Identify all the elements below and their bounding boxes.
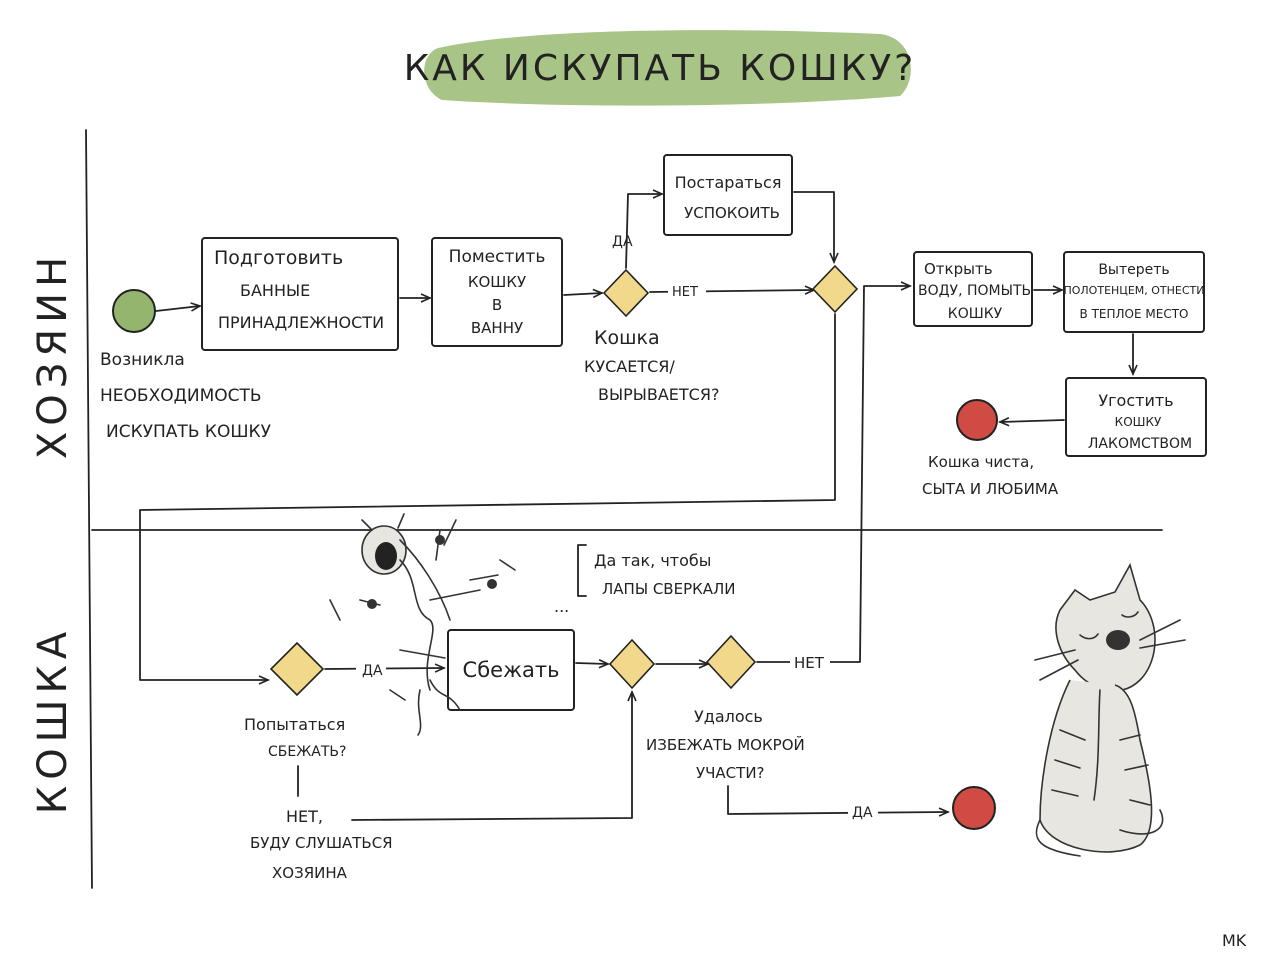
listen-line-3: ХОЗЯИНА [272,864,348,882]
gate-no-label: НЕТ [672,285,698,300]
arrow-treat-end [998,417,1065,427]
gateway-bites [602,268,650,318]
task-open-water: Открыть ВОДУ, ПОМЫТЬ КОШКУ [913,251,1033,327]
avoid-line-3: УЧАСТИ? [696,764,765,782]
avoid-yes-label: ДА [852,805,873,821]
try-escape-line-2: СБЕЖАТЬ? [268,744,346,760]
arrow-avoid-yes-end [727,785,950,817]
task-prepare: Подготовить БАННЫЕ ПРИНАДЛЕЖНОСТИ [201,237,399,351]
avoid-line-1: Удалось [694,707,763,726]
sitting-cat-illustration [1034,562,1186,857]
task-treat: Угостить КОШКУ ЛАКОМСТВОМ [1065,377,1207,457]
task-prepare-line-3: ПРИНАДЛЕЖНОСТИ [218,313,384,332]
task-prepare-line-2: БАННЫЕ [240,281,310,300]
task-place-line-1: Поместить [449,247,546,267]
arrow-start-prepare [155,302,202,312]
task-open-water-line-2: ВОДУ, ПОМЫТЬ [918,283,1031,299]
task-dry-line-1: Вытереть [1098,262,1169,278]
avoid-line-2: ИЗБЕЖАТЬ МОКРОЙ [646,735,805,754]
arrow-escape-merge [575,659,610,669]
arrow-place-gate [563,288,604,299]
arrow-calm-merge [793,191,839,264]
try-escape-yes-label: ДА [362,663,383,679]
task-place-line-4: ВАННУ [471,319,523,337]
task-treat-line-3: ЛАКОМСТВОМ [1088,436,1192,452]
end-owner-line-2: СЫТА И ЛЮБИМА [922,480,1059,498]
task-open-water-line-3: КОШКУ [948,306,1003,322]
listen-label: НЕТ, БУДУ СЛУШАТЬСЯ ХОЗЯИНА [250,807,393,882]
task-open-water-line-1: Открыть [924,260,993,278]
try-escape-line-1: Попытаться [244,715,345,734]
task-escape-label: Сбежать [463,658,560,682]
note-line-1: Да так, чтобы [594,551,711,570]
gateway-bites-label: Кошка КУСАЕТСЯ/ ВЫРЫВАЕТСЯ? [584,327,719,404]
task-dry-line-3: В ТЕПЛОЕ МЕСТО [1080,307,1189,321]
gateway-avoid [705,634,757,690]
annotation-note: Да так, чтобы ЛАПЫ СВЕРКАЛИ ... [554,544,736,616]
lane-label-owner: ХОЗЯИН [30,251,76,459]
arrow-avoid-no-open-water [756,281,912,663]
end-event-cat [952,786,996,830]
arrow-gate-calm [625,189,664,269]
gateway-bites-line-3: ВЫРЫВАЕТСЯ? [598,385,719,404]
task-dry-line-2: ПОЛОТЕНЦЕМ, ОТНЕСТИ [1063,284,1204,297]
listen-line-2: БУДУ СЛУШАТЬСЯ [250,834,393,852]
lane-divider-vertical [85,129,93,889]
note-ellipsis: ... [554,597,569,616]
gateway-merge-owner [811,264,859,314]
page-title: КАК ИСКУПАТЬ КОШКУ? [404,48,917,89]
start-label-line-1: Возникла [100,350,185,370]
lane-label-cat: КОШКА [30,626,76,814]
gateway-merge-cat [608,638,656,690]
listen-line-1: НЕТ, [286,807,323,826]
end-owner-line-1: Кошка чиста, [928,453,1034,471]
task-place-line-2: КОШКУ [468,273,526,291]
note-line-2: ЛАПЫ СВЕРКАЛИ [602,580,736,598]
gateway-try-escape-label: Попытаться СБЕЖАТЬ? [244,715,346,760]
artist-signature: MK [1222,931,1247,950]
start-label-line-2: НЕОБХОДИМОСТЬ [100,386,262,406]
task-calm-line-2: УСПОКОИТЬ [684,204,780,222]
gateway-try-escape [269,641,325,697]
title-background [424,30,911,106]
task-calm-line-1: Постараться [675,173,782,192]
avoid-no-label: НЕТ [794,654,825,672]
task-place: Поместить КОШКУ В ВАННУ [431,237,563,347]
gateway-bites-line-1: Кошка [594,327,660,349]
task-place-line-3: В [492,296,502,314]
end-owner-label: Кошка чиста, СЫТА И ЛЮБИМА [922,453,1059,498]
task-calm: Постараться УСПОКОИТЬ [663,154,793,236]
task-escape: Сбежать [447,629,575,711]
task-dry: Вытереть ПОЛОТЕНЦЕМ, ОТНЕСТИ В ТЕПЛОЕ МЕ… [1063,251,1205,333]
start-event [112,289,156,333]
gateway-avoid-label: Удалось ИЗБЕЖАТЬ МОКРОЙ УЧАСТИ? [646,707,805,782]
title-banner: КАК ИСКУПАТЬ КОШКУ? [404,30,917,106]
task-treat-line-1: Угостить [1098,391,1173,410]
arrow-merge-cat-lane [139,313,836,685]
screaming-cat-illustration [329,513,516,736]
task-treat-line-2: КОШКУ [1115,415,1162,429]
arrow-listen-to-merge [351,690,637,821]
start-label: Возникла НЕОБХОДИМОСТЬ ИСКУПАТЬ КОШКУ [100,350,272,442]
task-prepare-line-1: Подготовить [214,247,343,269]
start-label-line-3: ИСКУПАТЬ КОШКУ [106,422,272,442]
gateway-bites-line-2: КУСАЕТСЯ/ [584,357,675,376]
gate-yes-label: ДА [612,234,633,250]
end-event-owner [956,399,998,441]
